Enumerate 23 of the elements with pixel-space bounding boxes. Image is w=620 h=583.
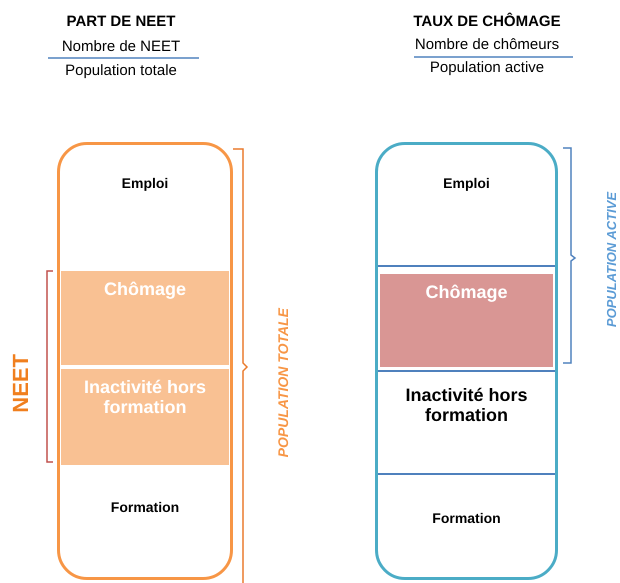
band: [378, 370, 555, 475]
shaded-band: [61, 271, 229, 365]
shaded-band: [380, 274, 553, 367]
band-label: Emploi: [442, 176, 491, 192]
band-label: Inactivité hors formation: [404, 386, 529, 426]
band-label: Chômage: [102, 280, 187, 300]
numerator: Nombre de NEET: [62, 39, 180, 54]
rounded-column: [57, 142, 233, 580]
rounded-column: [375, 142, 558, 580]
band-label: Emploi: [120, 176, 170, 192]
numerator: Nombre de chômeurs: [414, 37, 560, 52]
bracket-label: NEET: [10, 354, 32, 412]
brace-label: POPULATION TOTALE: [276, 308, 290, 458]
band-label: Chômage: [424, 283, 508, 303]
denominator: Population active: [430, 60, 544, 75]
band-label: Inactivité hors formation: [82, 378, 208, 418]
brace-label: POPULATION ACTIVE: [604, 192, 618, 328]
band-label: Formation: [110, 500, 180, 516]
heading: TAUX DE CHÔMAGE: [413, 14, 561, 29]
shaded-band: [61, 369, 229, 465]
heading: PART DE NEET: [66, 14, 176, 29]
band-label: Formation: [431, 511, 502, 526]
denominator: Population totale: [65, 63, 177, 78]
